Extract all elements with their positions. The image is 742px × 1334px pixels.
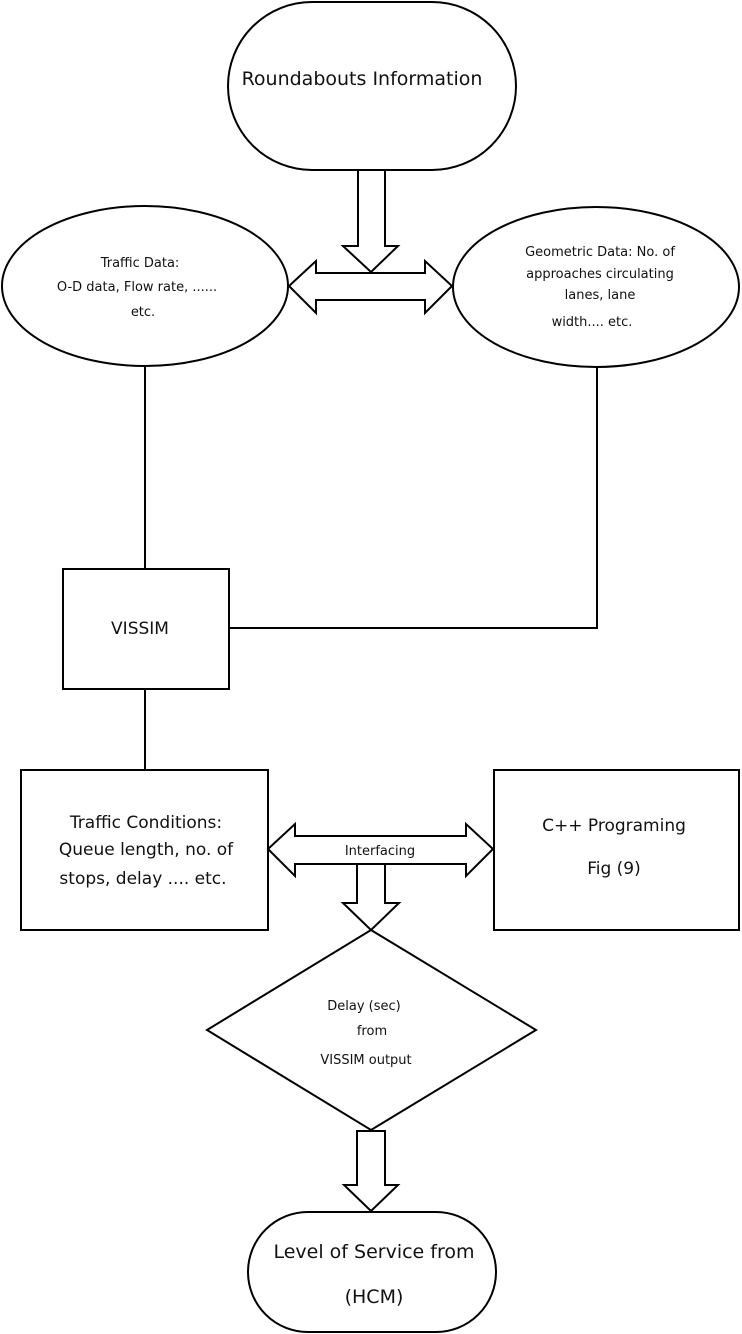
node-traffic-conditions-line-3: stops, delay .... etc. bbox=[59, 869, 226, 889]
node-level-of-service-line-1: Level of Service from bbox=[273, 1241, 474, 1263]
node-geometric-data bbox=[452, 206, 740, 368]
node-geometric-data-line-4: width.... etc. bbox=[552, 315, 633, 330]
edge-label-interfacing: Interfacing bbox=[345, 844, 415, 859]
node-traffic-data-line-2: O-D data, Flow rate, ...... bbox=[57, 280, 217, 295]
node-traffic-data-line-1: Traffic Data: bbox=[100, 256, 180, 271]
node-cpp-programing-line-1: C++ Programing bbox=[542, 816, 686, 836]
node-delay-line-1: Delay (sec) bbox=[327, 999, 400, 1014]
node-vissim bbox=[62, 568, 230, 690]
node-cpp-programing bbox=[493, 769, 740, 931]
node-traffic-data-line-3: etc. bbox=[131, 305, 155, 320]
node-level-of-service bbox=[247, 1211, 497, 1333]
node-geometric-data-line-1: Geometric Data: No. of bbox=[525, 245, 675, 260]
node-geometric-data-line-3: lanes, lane bbox=[565, 288, 636, 303]
block-arrow-down-roundabouts bbox=[340, 169, 401, 274]
connector-geometric-data-to-vissim bbox=[229, 367, 598, 629]
node-roundabouts-information bbox=[227, 1, 517, 171]
node-geometric-data-line-2: approaches circulating bbox=[526, 267, 674, 282]
node-roundabouts-information-text: Roundabouts Information bbox=[242, 68, 483, 90]
block-arrow-double-data bbox=[287, 258, 454, 316]
node-delay-line-2: from bbox=[357, 1024, 387, 1039]
node-traffic-conditions-line-1: Traffic Conditions: bbox=[69, 813, 222, 833]
block-arrow-double-interfacing bbox=[266, 821, 495, 879]
node-traffic-conditions-line-2: Queue length, no. of bbox=[59, 840, 234, 860]
node-cpp-programing-line-2: Fig (9) bbox=[587, 859, 641, 879]
block-arrow-down-delay bbox=[341, 1130, 401, 1213]
node-delay-line-3: VISSIM output bbox=[320, 1053, 411, 1068]
block-arrow-down-interfacing bbox=[340, 863, 402, 932]
node-traffic-conditions bbox=[20, 769, 269, 931]
node-traffic-data bbox=[1, 205, 289, 367]
node-level-of-service-line-2: (HCM) bbox=[345, 1286, 404, 1308]
node-vissim-text: VISSIM bbox=[111, 619, 169, 639]
